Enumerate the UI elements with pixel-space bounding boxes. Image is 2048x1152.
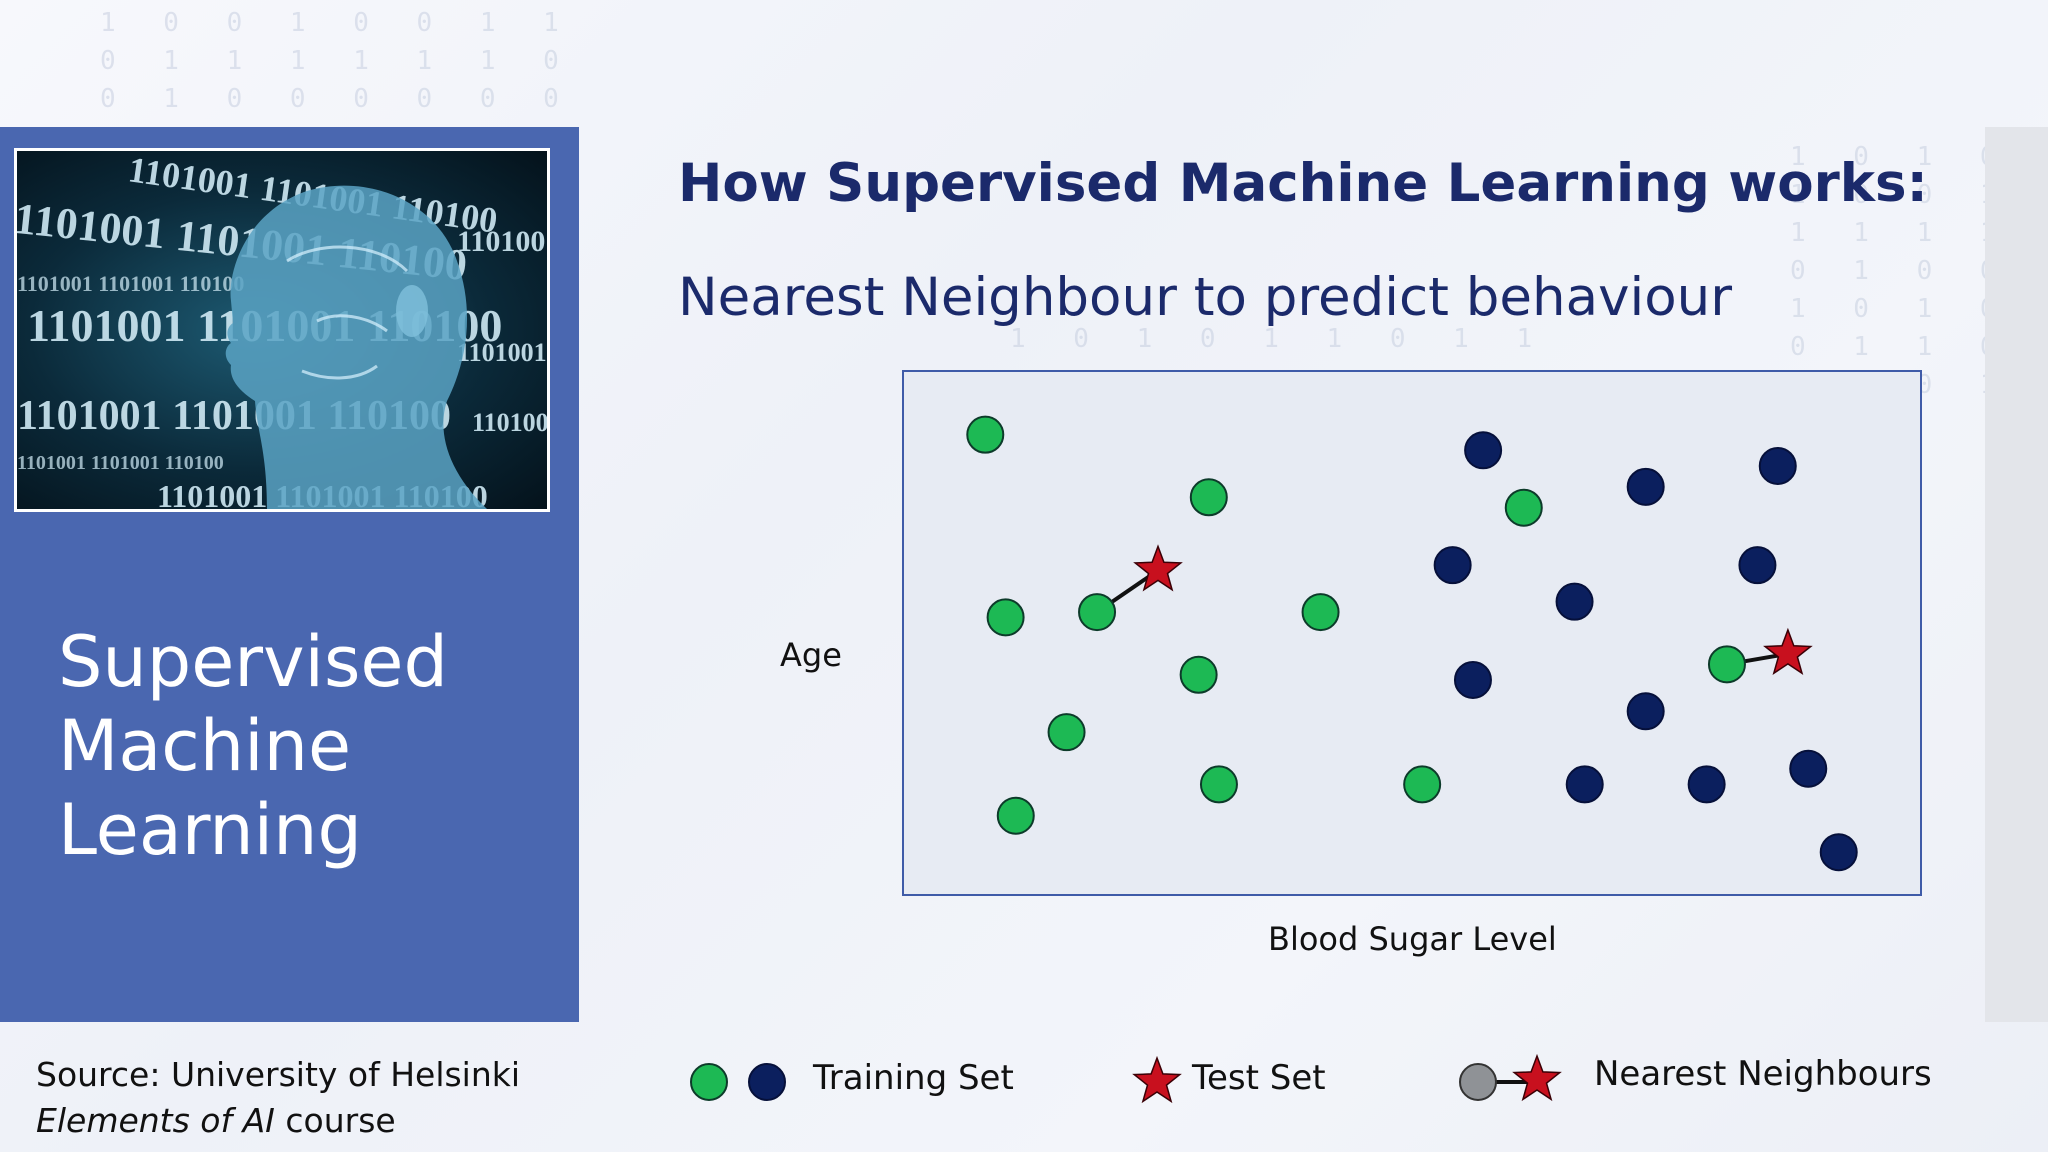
binary-text: 1101001 1101001 110100 bbox=[17, 271, 244, 296]
test-point-star bbox=[1763, 627, 1813, 676]
binary-text: 1101001 1101001 110100 bbox=[457, 225, 547, 258]
slide-subheading: Nearest Neighbour to predict behaviour bbox=[678, 267, 1732, 328]
training-point-green bbox=[1078, 593, 1117, 632]
course-suffix: course bbox=[274, 1101, 396, 1140]
source-line: Source: University of Helsinki bbox=[36, 1055, 521, 1094]
legend-label-training: Training Set bbox=[813, 1058, 1014, 1098]
legend-nn-star-icon bbox=[1512, 1053, 1562, 1102]
legend-grey-dot bbox=[1459, 1063, 1497, 1101]
test-point-star bbox=[1133, 544, 1183, 592]
binary-text: 1101001 1101001 110100 bbox=[457, 338, 547, 367]
y-axis-label: Age bbox=[780, 636, 842, 674]
binary-text: 1101001 1101001 110100 bbox=[472, 408, 547, 437]
training-point-navy bbox=[1819, 833, 1858, 872]
training-point-green bbox=[1707, 645, 1746, 684]
training-point-green bbox=[1047, 713, 1086, 752]
training-point-green bbox=[1189, 478, 1228, 517]
panel-title-line-2: Machine bbox=[58, 705, 352, 787]
training-point-navy bbox=[1464, 431, 1503, 470]
training-point-navy bbox=[1789, 749, 1828, 788]
legend-label-nearest: Nearest Neighbours bbox=[1594, 1054, 1932, 1094]
training-point-navy bbox=[1555, 582, 1594, 621]
panel-title-line-1: Supervised bbox=[58, 621, 448, 703]
training-point-navy bbox=[1738, 546, 1777, 585]
background-binary-mid: 1 0 1 0 1 1 0 1 1 bbox=[1010, 324, 1549, 354]
right-edge-strip bbox=[1985, 127, 2048, 1022]
training-point-navy bbox=[1687, 765, 1726, 804]
training-point-navy bbox=[1565, 765, 1604, 804]
background-binary-top: 1 0 0 1 0 0 1 1 0 1 1 1 1 1 1 0 0 1 0 0 … bbox=[100, 8, 575, 114]
training-point-green bbox=[1199, 765, 1238, 804]
training-point-green bbox=[966, 415, 1005, 454]
training-point-green bbox=[986, 598, 1025, 637]
training-point-green bbox=[1504, 488, 1543, 527]
scatter-plot-svg bbox=[966, 415, 1858, 872]
legend-label-test: Test Set bbox=[1192, 1058, 1326, 1098]
training-point-green bbox=[1301, 593, 1340, 632]
scatter-plot bbox=[902, 370, 1922, 896]
panel-title-line-3: Learning bbox=[58, 789, 362, 871]
x-axis-label: Blood Sugar Level bbox=[1268, 920, 1557, 958]
panel-title: Supervised Machine Learning bbox=[58, 620, 538, 872]
training-point-navy bbox=[1433, 546, 1472, 585]
ai-head-image: 1101001 1101001 110100 1101001 1101001 1… bbox=[14, 148, 550, 512]
binary-text: 1101001 1101001 110100 bbox=[17, 452, 224, 474]
legend-green-dot bbox=[690, 1063, 728, 1101]
training-point-navy bbox=[1626, 692, 1665, 731]
training-point-navy bbox=[1758, 446, 1797, 485]
legend-symbols bbox=[690, 1053, 1562, 1104]
ai-head-illustration: 1101001 1101001 110100 1101001 1101001 1… bbox=[17, 151, 547, 509]
training-point-green bbox=[1403, 765, 1442, 804]
slide-heading: How Supervised Machine Learning works: bbox=[678, 153, 1928, 214]
training-point-green bbox=[996, 796, 1035, 835]
training-point-navy bbox=[1453, 660, 1492, 699]
legend-navy-dot bbox=[748, 1063, 786, 1101]
legend-star-icon bbox=[1132, 1055, 1182, 1104]
head-silhouette bbox=[225, 185, 487, 509]
course-name: Elements of AI bbox=[36, 1101, 275, 1140]
training-point-green bbox=[1179, 655, 1218, 694]
training-point-navy bbox=[1626, 467, 1665, 506]
source-citation: Source: University of Helsinki Elements … bbox=[36, 1052, 520, 1144]
legend: Training Set Test Set Nearest Neighbours bbox=[0, 1052, 2048, 1112]
course-line: Elements of AI course bbox=[36, 1098, 520, 1144]
